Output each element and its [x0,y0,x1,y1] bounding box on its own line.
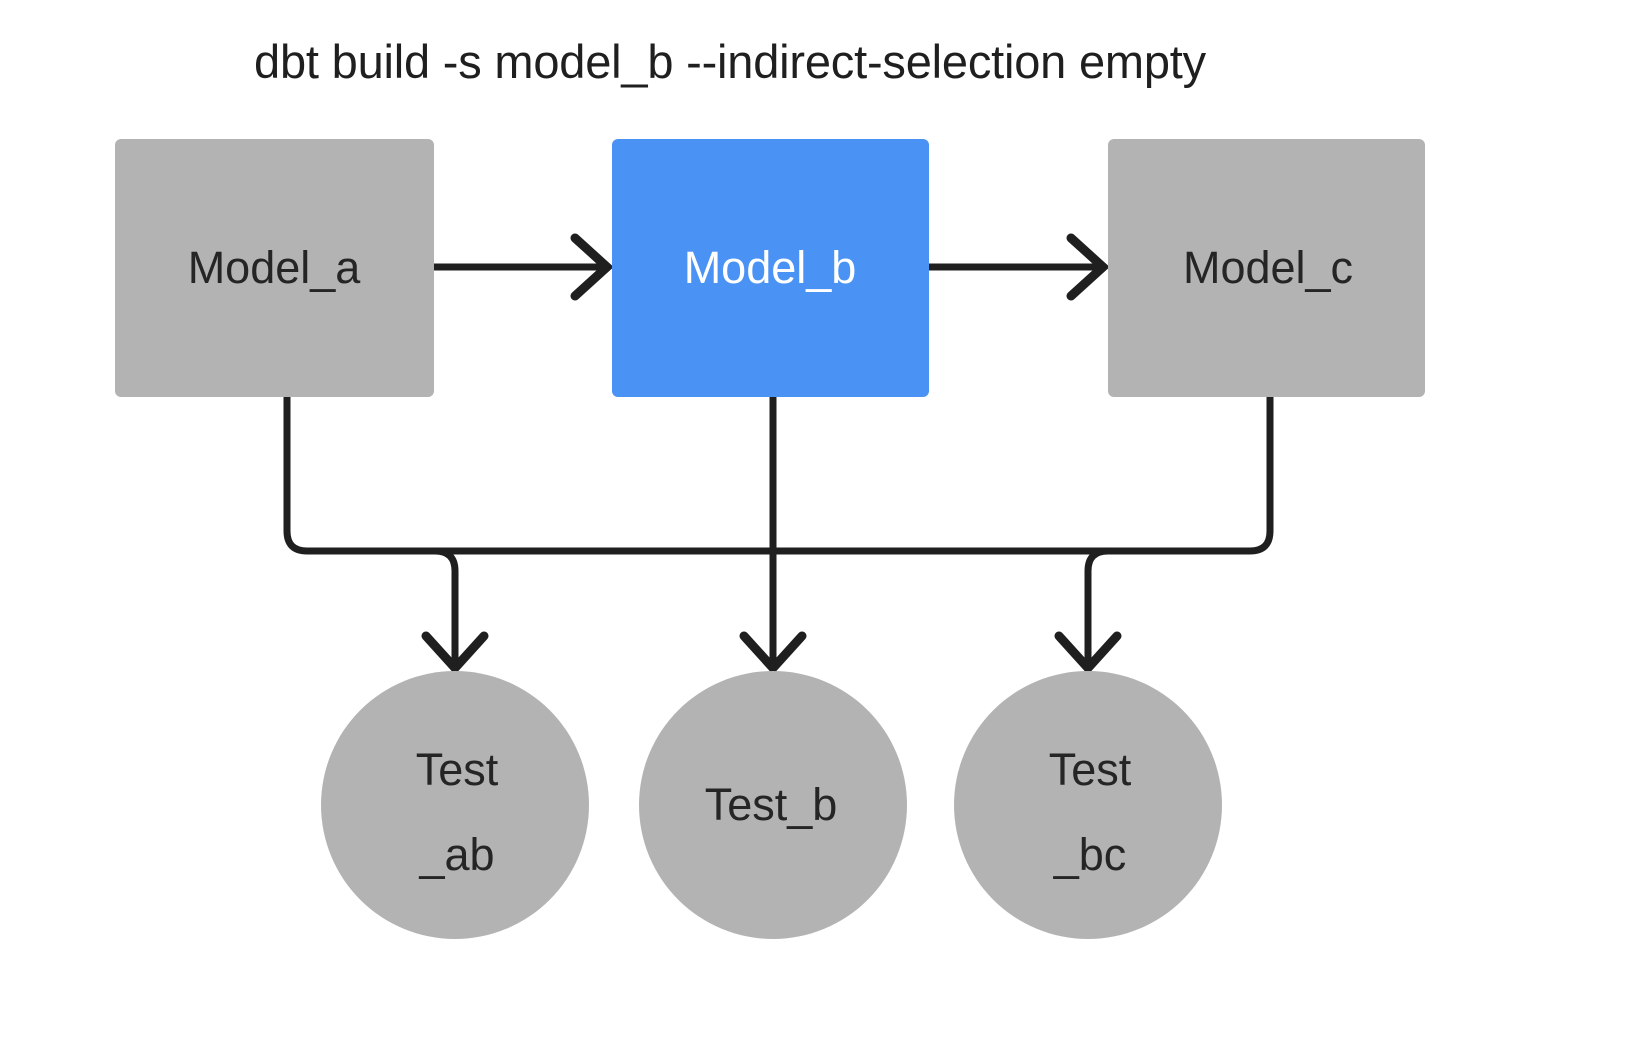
test-b-shape[interactable] [639,671,907,939]
arrowhead-test-b-in-icon [739,631,807,675]
model-c-shape[interactable] [1108,139,1425,397]
edge-rail-to-test-bc [1084,547,1112,672]
arrowhead-model-c-in-icon [1066,233,1110,301]
node-model-b[interactable]: Model_b [612,139,929,397]
node-test-b[interactable]: Test_b [639,671,907,939]
model-a-label: Model_a [188,242,362,293]
test-ab-label-line2: _ab [418,829,494,880]
edge-rail-to-test-ab [431,547,459,672]
test-bc-label-line1: Test [1049,744,1132,795]
node-test-ab[interactable]: Test _ab [321,671,589,939]
model-b-label: Model_b [684,242,857,293]
arrowhead-model-b-in-icon [570,233,614,301]
edge-model-a-to-rail [283,393,779,555]
node-test-bc[interactable]: Test _bc [954,671,1222,939]
model-a-shape[interactable] [115,139,434,397]
arrowhead-test-bc-in-icon [1054,631,1122,675]
model-c-label: Model_c [1183,242,1353,293]
node-model-a[interactable]: Model_a [115,139,434,397]
model-b-shape[interactable] [612,139,929,397]
test-b-label-line1: Test_b [705,779,838,830]
edge-layer [283,233,1274,675]
test-ab-label-line1: Test [416,744,499,795]
test-bc-shape[interactable] [954,671,1222,939]
node-model-c[interactable]: Model_c [1108,139,1425,397]
arrowhead-test-ab-in-icon [421,631,489,675]
edge-model-c-to-rail [768,393,1274,555]
test-ab-shape[interactable] [321,671,589,939]
diagram-title: dbt build -s model_b --indirect-selectio… [254,35,1207,88]
test-bc-label-line2: _bc [1053,829,1127,880]
